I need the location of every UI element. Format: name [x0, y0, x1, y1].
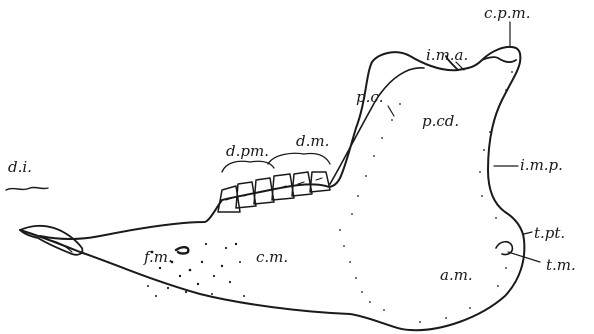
- label-tpt: t.pt.: [534, 224, 565, 242]
- label-fm: f.m.: [143, 248, 173, 266]
- label-pcd: p.cd.: [422, 112, 459, 130]
- label-ima: i.m.a.: [426, 46, 468, 64]
- label-pc: p.c.: [356, 88, 384, 106]
- label-imp: i.m.p.: [520, 156, 563, 174]
- stipple-shading: [147, 71, 513, 323]
- foramen-mark: [176, 247, 188, 253]
- label-cpm: c.p.m.: [484, 4, 531, 22]
- label-tm: t.m.: [546, 256, 576, 274]
- label-dpm: d.pm.: [226, 142, 269, 160]
- label-am: a.m.: [440, 266, 473, 284]
- label-di: d.i.: [8, 158, 32, 176]
- label-cm: c.m.: [256, 248, 288, 266]
- label-dm: d.m.: [296, 132, 329, 150]
- figure-labels: c.p.m. i.m.a. p.c. p.cd. i.m.p. d.pm. d.…: [8, 4, 576, 284]
- teeth-row: [218, 172, 330, 212]
